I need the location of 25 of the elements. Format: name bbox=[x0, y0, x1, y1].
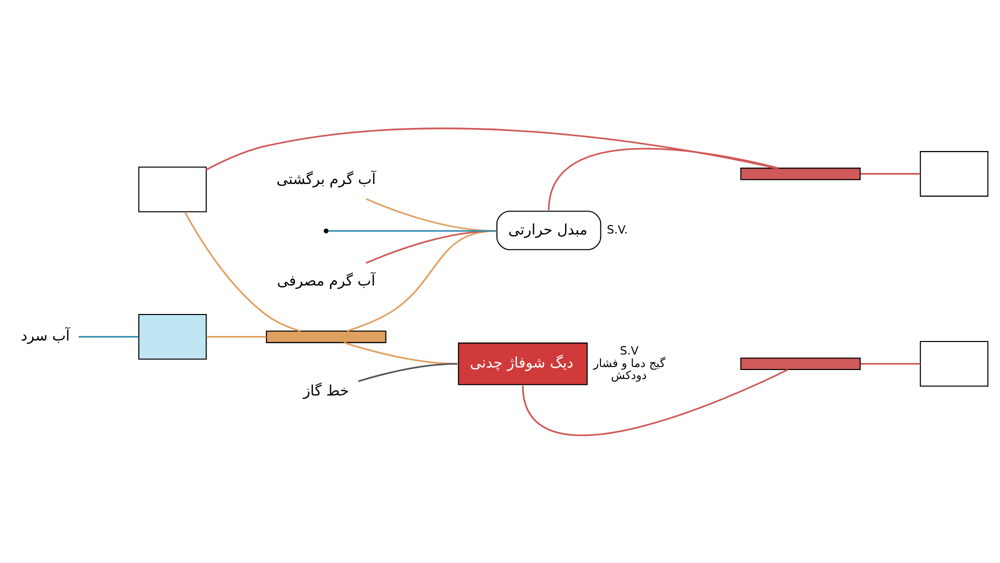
node-label: گیج دما و فشار bbox=[593, 355, 666, 370]
connector bbox=[548, 147, 779, 210]
node-bar bbox=[266, 330, 386, 343]
connector bbox=[860, 362, 920, 364]
node-bar bbox=[740, 357, 861, 370]
node-bar bbox=[740, 167, 861, 180]
node-label: S.V. bbox=[606, 222, 628, 236]
node-box bbox=[138, 314, 207, 360]
connector bbox=[358, 362, 458, 382]
connector bbox=[78, 336, 138, 338]
node-box bbox=[920, 150, 988, 196]
connector bbox=[328, 230, 496, 232]
node-box bbox=[920, 340, 988, 386]
connector bbox=[522, 368, 788, 436]
connector bbox=[860, 172, 920, 174]
node-label: S.V bbox=[620, 342, 639, 357]
node-box: مبدل حرارتی bbox=[496, 210, 602, 250]
node-text: آب گرم مصرفی bbox=[277, 273, 376, 290]
connector bbox=[206, 336, 266, 338]
node-box bbox=[138, 166, 207, 212]
node-text: آب سرد bbox=[20, 328, 70, 344]
connector bbox=[184, 211, 301, 332]
node-text: آب گرم برگشتی bbox=[276, 171, 376, 188]
node-text: خط گاز bbox=[303, 383, 349, 400]
connector bbox=[206, 127, 776, 170]
